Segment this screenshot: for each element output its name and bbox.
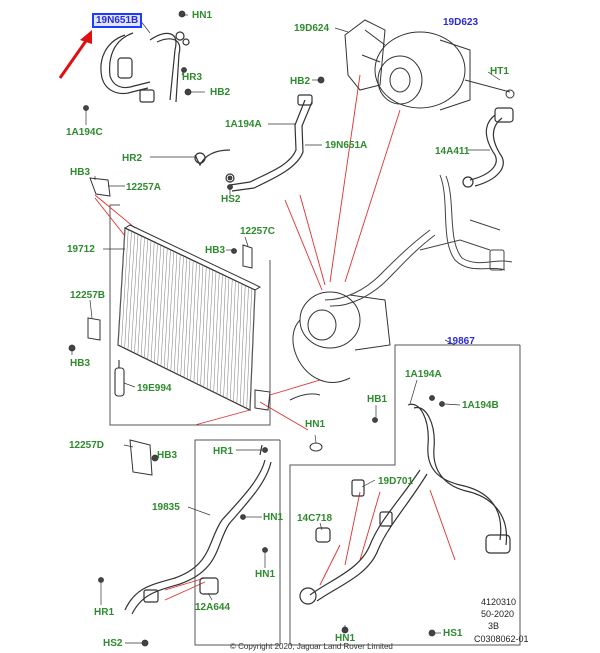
- receiver-dryer-19e994: [114, 360, 125, 397]
- label-hb3-center[interactable]: HB3: [205, 245, 226, 256]
- label-hn1-center-a[interactable]: HN1: [263, 512, 284, 523]
- label-12257c[interactable]: 12257C: [240, 226, 276, 237]
- center-compressor: [289, 291, 391, 401]
- hose-19n651a: [194, 94, 313, 192]
- label-hn1-center-b[interactable]: HN1: [255, 569, 276, 580]
- label-hn1-bottom[interactable]: HN1: [335, 633, 356, 644]
- label-1a194a-mid[interactable]: 1A194A: [225, 119, 262, 130]
- red-leader-lines: [94, 74, 456, 601]
- label-hs1[interactable]: HS1: [443, 628, 463, 639]
- grommet-hn1: [309, 442, 323, 452]
- label-hs2-low[interactable]: HS2: [103, 638, 123, 649]
- label-1a194c[interactable]: 1A194C: [66, 127, 103, 138]
- label-19e994[interactable]: 19E994: [137, 383, 172, 394]
- label-19835[interactable]: 19835: [152, 502, 180, 513]
- copyright-text: © Copyright 2020, Jaguar Land Rover Limi…: [230, 642, 393, 651]
- label-hn1-top[interactable]: HN1: [192, 10, 213, 21]
- condenser-fins: [117, 227, 256, 411]
- label-14a411[interactable]: 14A411: [435, 146, 470, 157]
- wiring-harness-upper: [324, 174, 513, 307]
- brackets: [87, 177, 271, 476]
- pipe-assembly-19835: [124, 444, 272, 615]
- hose-14a411: [462, 107, 514, 188]
- label-hb2-mid[interactable]: HB2: [290, 76, 311, 87]
- label-hs2-mid[interactable]: HS2: [221, 194, 241, 205]
- fasteners: [68, 10, 445, 647]
- label-1a194a-right[interactable]: 1A194A: [405, 369, 442, 380]
- label-19d701[interactable]: 19D701: [378, 476, 414, 487]
- label-hb3-left[interactable]: HB3: [70, 167, 91, 178]
- hose-harness-19867: [299, 403, 511, 605]
- label-hb3-low[interactable]: HB3: [70, 358, 91, 369]
- label-hr1-low[interactable]: HR1: [94, 607, 115, 618]
- hose-assembly-19n651b: [100, 31, 190, 103]
- black-leader-lines: [71, 14, 501, 644]
- label-12257d[interactable]: 12257D: [69, 440, 105, 451]
- highlight-arrow: [58, 30, 92, 79]
- label-ht1[interactable]: HT1: [490, 66, 509, 77]
- label-hb1[interactable]: HB1: [367, 394, 388, 405]
- label-19712[interactable]: 19712: [67, 244, 95, 255]
- label-hr2[interactable]: HR2: [122, 153, 143, 164]
- label-12257a[interactable]: 12257A: [126, 182, 162, 193]
- info-line-2: 50-2020: [481, 609, 515, 619]
- label-19867[interactable]: 19867: [447, 336, 475, 347]
- label-19d624[interactable]: 19D624: [294, 23, 330, 34]
- label-hr1-center[interactable]: HR1: [213, 446, 234, 457]
- label-12a644[interactable]: 12A644: [195, 602, 231, 613]
- pipe-group-box: [194, 439, 281, 646]
- label-hn1-mid[interactable]: HN1: [305, 419, 326, 430]
- info-line-3: 3B: [488, 621, 500, 631]
- ac-compressor: [344, 19, 515, 111]
- radiator-group-box: [109, 204, 271, 426]
- label-hr3[interactable]: HR3: [182, 72, 203, 83]
- info-line-4: C0308062-01: [474, 634, 529, 644]
- label-hb3-bracket[interactable]: HB3: [157, 450, 178, 461]
- label-hb2-top[interactable]: HB2: [210, 87, 231, 98]
- label-19n651a[interactable]: 19N651A: [325, 140, 368, 151]
- label-19d623[interactable]: 19D623: [443, 17, 479, 28]
- label-1a194b[interactable]: 1A194B: [462, 400, 499, 411]
- label-12257b[interactable]: 12257B: [70, 290, 106, 301]
- label-14c718[interactable]: 14C718: [297, 513, 333, 524]
- info-line-1: 4120310: [481, 597, 517, 607]
- harness-group-box: [289, 344, 521, 646]
- label-19n651b-highlighted[interactable]: 19N651B: [92, 13, 143, 28]
